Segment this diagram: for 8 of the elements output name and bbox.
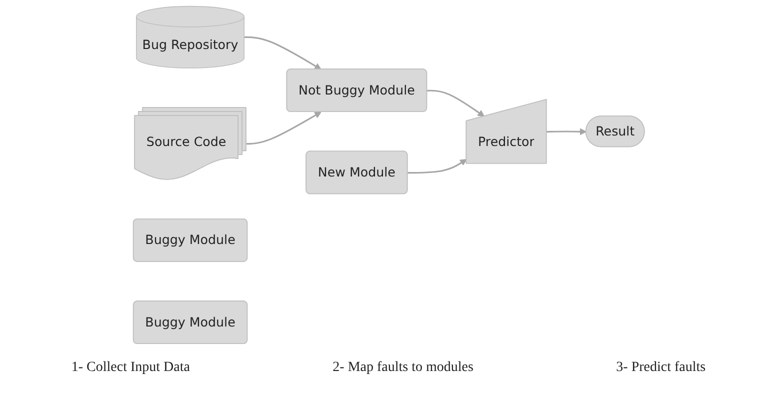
arrow	[246, 112, 321, 145]
step-caption: 2- Map faults to modules	[332, 360, 474, 376]
arrow	[546, 128, 586, 136]
arrow	[407, 158, 467, 174]
arrow	[426, 90, 484, 117]
step-caption: 1- Collect Input Data	[71, 360, 190, 376]
arrow	[244, 36, 321, 70]
step-caption: 3- Predict faults	[616, 360, 706, 376]
